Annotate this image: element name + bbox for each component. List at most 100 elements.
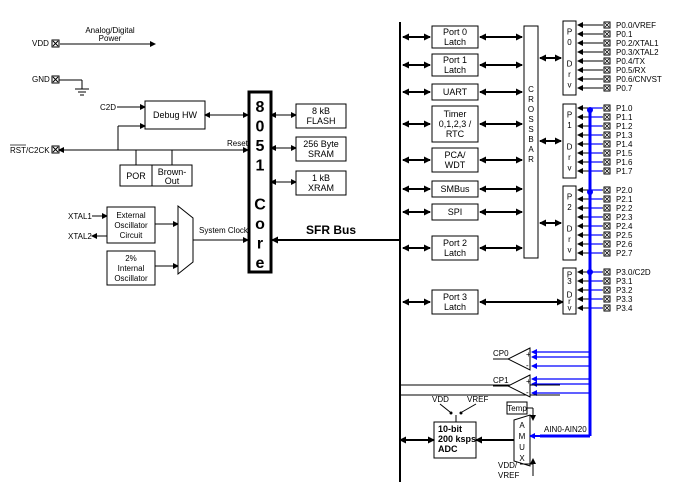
crossbar-letter: C [528, 85, 534, 94]
peripheral-label: Port 3 [443, 292, 467, 302]
pin-label: P0.5/RX [616, 66, 646, 75]
peripheral-block [431, 235, 479, 261]
int-osc-label-3: Oscillator [114, 274, 148, 283]
peripheral-label: SPI [448, 207, 463, 217]
xram-block [295, 170, 347, 196]
sfr-bus-label: SFR Bus [306, 223, 356, 237]
system-clock-label: System Clock [199, 226, 249, 235]
peripheral-label: SMBus [440, 184, 470, 194]
pin-label: P1.2 [616, 122, 633, 131]
pin-label: P0.6/CNVST [616, 75, 662, 84]
pin-label: P2.7 [616, 249, 633, 258]
pin-label: P3.0/C2D [616, 268, 651, 277]
sram-label-2: SRAM [308, 149, 334, 159]
core-letter: 1 [256, 158, 265, 175]
driver-letter: P [567, 28, 572, 37]
clock-mux [177, 204, 194, 276]
svg-text:-: - [526, 361, 529, 370]
driver-letter: D [567, 290, 573, 299]
driver-letter: D [567, 224, 573, 233]
driver-letter: P [567, 271, 572, 280]
analog-bus-taps [531, 107, 602, 396]
gnd-pin-label: GND [32, 75, 50, 84]
crossbar-letter: S [528, 115, 533, 124]
peripheral-block [431, 180, 479, 198]
pin-label: P3.2 [616, 286, 633, 295]
ext-osc-label-3: Circuit [120, 231, 143, 240]
xram-label-2: XRAM [308, 183, 334, 193]
adc-label-3: ADC [438, 444, 458, 454]
vdd-vref-label-2: VREF [498, 471, 519, 480]
driver-letter: 2 [567, 203, 572, 212]
int-osc-label-2: Internal [118, 264, 145, 273]
peripheral-label: 0,1,2,3 / [439, 119, 472, 129]
peripheral-label: Latch [444, 302, 466, 312]
reset-label: Reset [227, 139, 249, 148]
adc-label-1: 10-bit [438, 424, 462, 434]
por-label: POR [126, 171, 146, 181]
power-section: Analog/Digital Power VDD GND RST/C2CK Re… [10, 26, 249, 187]
xram-label-1: 1 kB [312, 173, 330, 183]
pin-label: P0.0/VREF [616, 21, 656, 30]
amux-block [513, 414, 531, 467]
pin-label: P1.7 [616, 167, 633, 176]
driver-letter: P [567, 193, 572, 202]
peripheral-block [431, 147, 479, 173]
peripheral-block [431, 289, 479, 315]
driver-letter: r [568, 235, 571, 244]
driver-letter: D [567, 59, 573, 68]
core-letter: o [255, 216, 265, 233]
pin-label: P1.0 [616, 104, 633, 113]
analog-digital-power-label-2: Power [99, 34, 122, 43]
pin-label: P2.6 [616, 240, 633, 249]
crossbar-letter: B [528, 135, 533, 144]
driver-letter: r [568, 153, 571, 162]
pin-label: P1.3 [616, 131, 633, 140]
peripheral-label: Port 0 [443, 27, 467, 37]
peripheral-label: WDT [445, 160, 466, 170]
driver-letter: r [568, 70, 571, 79]
peripheral-label: Latch [444, 248, 466, 258]
svg-text:+: + [526, 350, 531, 359]
cp0-label: CP0 [493, 349, 509, 358]
peripheral-label: UART [443, 87, 468, 97]
ain-label: AIN0-AIN20 [544, 425, 587, 434]
xtal2-label: XTAL2 [68, 232, 92, 241]
pin-label: P1.5 [616, 149, 633, 158]
debug-hw-block [144, 100, 206, 130]
crossbar-letter: R [528, 155, 534, 164]
driver-letter: 3 [567, 277, 572, 286]
clock-section: XTAL1 XTAL2 External Oscillator Circuit … [68, 204, 249, 286]
adc-vref-label: VREF [467, 395, 488, 404]
driver-letter: r [568, 297, 571, 306]
core-letter: 0 [256, 119, 265, 136]
port-driver-block [562, 267, 577, 315]
peripheral-block [431, 83, 479, 101]
driver-letter: 0 [567, 38, 572, 47]
int-osc-block [106, 250, 156, 286]
driver-letter: 1 [567, 121, 572, 130]
driver-letter: P [567, 111, 572, 120]
ext-osc-label-1: External [116, 211, 146, 220]
driver-letter: v [568, 303, 572, 312]
core-letter: C [254, 197, 266, 214]
peripheral-block [431, 53, 479, 77]
flash-block [295, 103, 347, 129]
c2d-label: C2D [100, 103, 116, 112]
driver-letter: D [567, 142, 573, 151]
pin-label: P2.5 [616, 231, 633, 240]
peripheral-label: Latch [444, 37, 466, 47]
peripheral-label: Timer [444, 109, 467, 119]
amux-letter: M [519, 432, 526, 441]
svg-text:+: + [526, 377, 531, 386]
driver-letter: v [568, 163, 572, 172]
amux-letter: A [519, 421, 525, 430]
sram-label-1: 256 Byte [303, 139, 339, 149]
driver-letter: v [568, 80, 572, 89]
crossbar-block [523, 25, 539, 259]
brown-out-label-2: Out [165, 176, 180, 186]
